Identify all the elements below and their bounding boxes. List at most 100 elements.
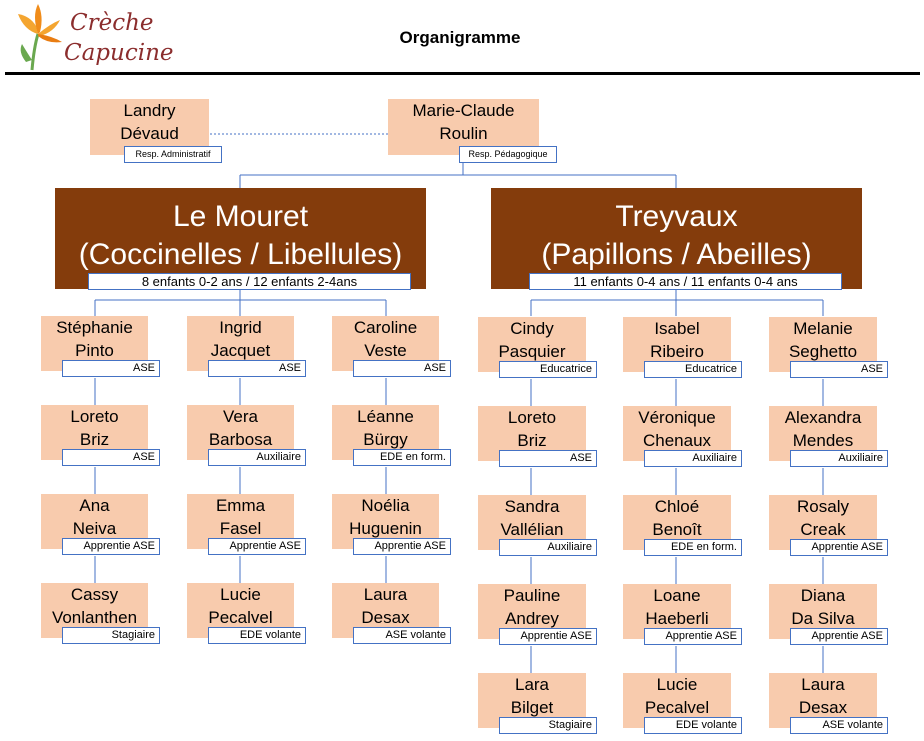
staff-last-name: Vonlanthen bbox=[51, 608, 138, 627]
staff-first-name: Loane bbox=[653, 586, 701, 605]
role-tag: Apprentie ASE bbox=[353, 538, 451, 555]
role-tag: Educatrice bbox=[644, 361, 742, 378]
logo-text-line2: Capucine bbox=[64, 40, 174, 66]
staff-first-name: Ana bbox=[79, 496, 110, 515]
role-tag: EDE en form. bbox=[644, 539, 742, 556]
staff-box-admin: Landry Dévaud bbox=[90, 99, 209, 155]
role-tag: Apprentie ASE bbox=[790, 539, 888, 556]
staff-last-name: Benoît bbox=[652, 520, 702, 539]
staff-last-name: Vallélian bbox=[500, 520, 564, 539]
flower-icon bbox=[18, 4, 62, 71]
site-groups: (Papillons / Abeilles) bbox=[541, 238, 812, 271]
staff-first-name: Caroline bbox=[353, 318, 418, 337]
site-capacity: 8 enfants 0-2 ans / 12 enfants 2-4ans bbox=[88, 273, 411, 290]
staff-first-name: Chloé bbox=[654, 497, 700, 516]
role-tag: ASE bbox=[62, 360, 160, 377]
staff-first-name: Ingrid bbox=[219, 318, 262, 337]
role-tag: EDE volante bbox=[208, 627, 306, 644]
staff-last-name: Pecalvel bbox=[644, 698, 710, 717]
staff-first-name: Noélia bbox=[361, 496, 410, 515]
staff-last-name: Desax bbox=[361, 608, 410, 627]
staff-last-name: Huguenin bbox=[349, 519, 422, 538]
role-tag: ASE bbox=[62, 449, 160, 466]
staff-first-name: Melanie bbox=[793, 319, 853, 338]
role-tag: Educatrice bbox=[499, 361, 597, 378]
role-tag: ASE bbox=[790, 361, 888, 378]
staff-last-name: Briz bbox=[517, 431, 547, 450]
staff-first-name: Lucie bbox=[220, 585, 261, 604]
staff-last-name: Roulin bbox=[439, 124, 488, 143]
role-tag: EDE en form. bbox=[353, 449, 451, 466]
staff-last-name: Chenaux bbox=[642, 431, 712, 450]
staff-last-name: Bilget bbox=[510, 698, 554, 717]
staff-first-name: Sandra bbox=[504, 497, 560, 516]
creche-logo: Crèche Capucine bbox=[8, 2, 178, 72]
role-tag: EDE volante bbox=[644, 717, 742, 734]
logo-text-line1: Crèche bbox=[70, 10, 154, 36]
staff-first-name: Loreto bbox=[70, 407, 119, 426]
staff-last-name: Mendes bbox=[792, 431, 854, 450]
role-tag: ASE volante bbox=[790, 717, 888, 734]
page-title: Organigramme bbox=[399, 28, 521, 47]
staff-last-name: Dévaud bbox=[120, 124, 179, 143]
role-tag: Auxiliaire bbox=[499, 539, 597, 556]
staff-last-name: Briz bbox=[79, 430, 110, 449]
staff-first-name: Pauline bbox=[503, 586, 561, 605]
staff-first-name: Véronique bbox=[638, 408, 716, 427]
staff-first-name: Lara bbox=[514, 675, 550, 694]
role-tag: Stagiaire bbox=[499, 717, 597, 734]
site-groups: (Coccinelles / Libellules) bbox=[78, 238, 403, 271]
role-tag: ASE bbox=[208, 360, 306, 377]
staff-first-name: Cindy bbox=[510, 319, 554, 338]
staff-first-name: Lucie bbox=[656, 675, 698, 694]
staff-last-name: Creak bbox=[800, 520, 846, 539]
staff-last-name: Pecalvel bbox=[208, 608, 273, 627]
role-tag: Stagiaire bbox=[62, 627, 160, 644]
staff-first-name: Marie-Claude bbox=[412, 101, 515, 120]
staff-first-name: Laura bbox=[801, 675, 845, 694]
staff-first-name: Loreto bbox=[507, 408, 557, 427]
site-box-treyvaux: Treyvaux (Papillons / Abeilles) bbox=[491, 188, 862, 289]
role-tag: Auxiliaire bbox=[644, 450, 742, 467]
role-tag: Apprentie ASE bbox=[208, 538, 306, 555]
site-name: Treyvaux bbox=[615, 200, 738, 233]
role-tag: Auxiliaire bbox=[208, 449, 306, 466]
staff-first-name: Isabel bbox=[654, 319, 700, 338]
staff-last-name: Ribeiro bbox=[650, 342, 704, 361]
staff-first-name: Vera bbox=[223, 407, 258, 426]
staff-last-name: Pasquier bbox=[498, 342, 566, 361]
role-tag: ASE volante bbox=[353, 627, 451, 644]
role-tag: Resp. Pédagogique bbox=[459, 146, 557, 163]
staff-first-name: Cassy bbox=[70, 585, 119, 604]
staff-last-name: Seghetto bbox=[788, 342, 858, 361]
site-name: Le Mouret bbox=[172, 200, 309, 233]
staff-last-name: Da Silva bbox=[791, 609, 855, 628]
staff-first-name: Emma bbox=[215, 496, 266, 515]
staff-last-name: Andrey bbox=[505, 609, 559, 628]
staff-last-name: Haeberli bbox=[645, 609, 709, 628]
role-tag: Apprentie ASE bbox=[62, 538, 160, 555]
staff-last-name: Neiva bbox=[72, 519, 117, 538]
role-tag: Apprentie ASE bbox=[790, 628, 888, 645]
role-tag: Auxiliaire bbox=[790, 450, 888, 467]
role-tag: ASE bbox=[353, 360, 451, 377]
staff-last-name: Veste bbox=[364, 341, 407, 360]
site-capacity: 11 enfants 0-4 ans / 11 enfants 0-4 ans bbox=[529, 273, 842, 290]
staff-box-peda: Marie-Claude Roulin bbox=[388, 99, 539, 155]
staff-first-name: Diana bbox=[800, 586, 846, 605]
staff-last-name: Jacquet bbox=[210, 341, 271, 360]
staff-last-name: Desax bbox=[798, 698, 848, 717]
staff-first-name: Landry bbox=[123, 101, 176, 120]
staff-first-name: Alexandra bbox=[784, 408, 862, 427]
role-tag: ASE bbox=[499, 450, 597, 467]
header-divider bbox=[5, 72, 920, 75]
staff-first-name: Léanne bbox=[357, 407, 414, 426]
site-box-le-mouret: Le Mouret (Coccinelles / Libellules) bbox=[55, 188, 426, 289]
role-tag: Apprentie ASE bbox=[499, 628, 597, 645]
staff-first-name: Stéphanie bbox=[56, 318, 133, 337]
staff-first-name: Laura bbox=[363, 585, 408, 604]
role-tag: Apprentie ASE bbox=[644, 628, 742, 645]
